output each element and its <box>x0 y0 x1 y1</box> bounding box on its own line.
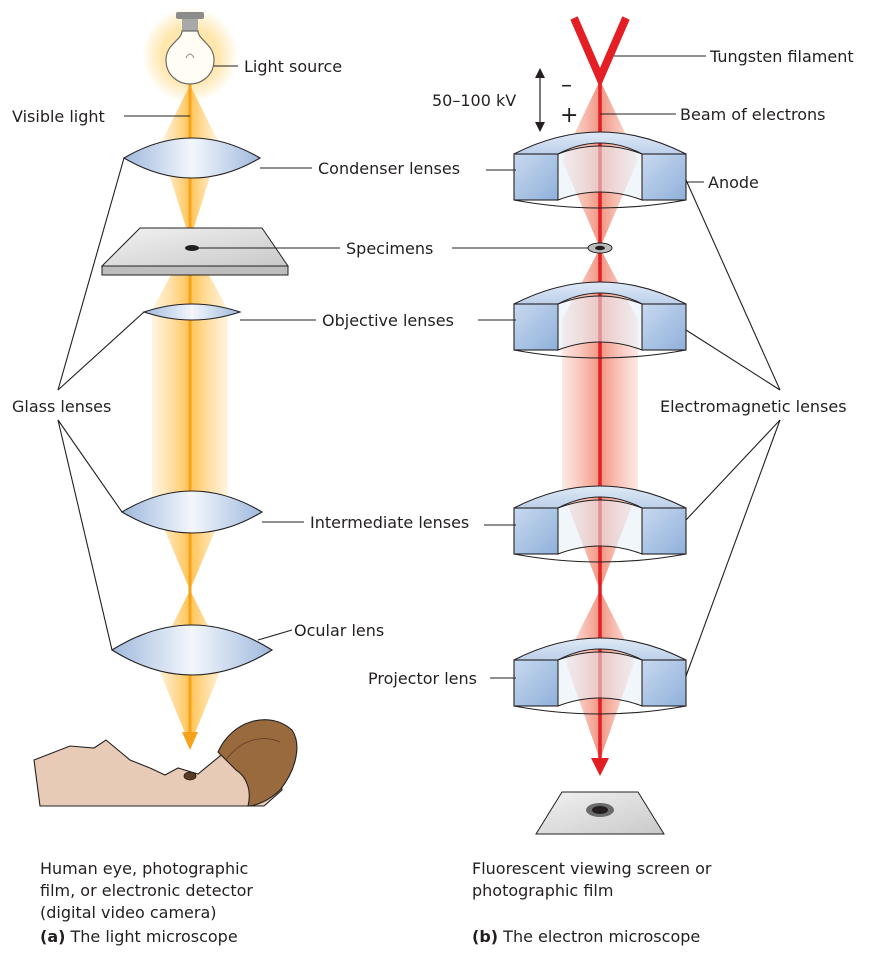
caption-title-a: The light microscope <box>71 927 238 946</box>
viewing-screen <box>536 792 664 834</box>
ocular-lens <box>112 625 272 675</box>
label-specimens: Specimens <box>346 239 433 258</box>
label-beam-of-electrons: Beam of electrons <box>680 105 826 124</box>
detector-caption-line: Human eye, photographic <box>40 858 253 880</box>
caption-light-microscope: (a) The light microscope <box>40 926 238 948</box>
caption-title-b: The electron microscope <box>503 927 700 946</box>
label-tungsten-filament: Tungsten filament <box>709 47 854 66</box>
label-minus: – <box>561 73 572 98</box>
intermediate-lens <box>122 491 262 533</box>
detector-caption-line: (digital video camera) <box>40 902 253 924</box>
screen-caption: Fluorescent viewing screen or photograph… <box>472 858 711 902</box>
label-objective-lenses: Objective lenses <box>322 311 454 330</box>
screen-caption-line: photographic film <box>472 880 711 902</box>
label-glass-lenses: Glass lenses <box>12 397 111 416</box>
caption-letter-b: (b) <box>472 927 498 946</box>
eye-icon <box>184 772 196 780</box>
human-face-illustration <box>34 720 297 806</box>
electron-microscope: 50–100 kV – + Tungsten filament Beam of … <box>368 18 854 834</box>
detector-caption-line: film, or electronic detector <box>40 880 253 902</box>
label-plus: + <box>560 103 578 128</box>
label-projector-lens: Projector lens <box>368 669 477 688</box>
tungsten-filament-icon <box>574 18 626 78</box>
detector-caption: Human eye, photographic film, or electro… <box>40 858 253 924</box>
label-anode: Anode <box>708 173 759 192</box>
label-intermediate-lenses: Intermediate lenses <box>310 513 469 532</box>
label-visible-light: Visible light <box>12 107 105 126</box>
caption-electron-microscope: (b) The electron microscope <box>472 926 700 948</box>
label-electromagnetic-lenses: Electromagnetic lenses <box>660 397 847 416</box>
label-light-source: Light source <box>244 57 342 76</box>
caption-letter-a: (a) <box>40 927 65 946</box>
label-ocular-lens: Ocular lens <box>294 621 384 640</box>
specimen-slide <box>102 228 288 275</box>
label-condenser-lenses: Condenser lenses <box>318 159 460 178</box>
screen-caption-line: Fluorescent viewing screen or <box>472 858 711 880</box>
label-voltage: 50–100 kV <box>432 91 516 110</box>
condenser-lens <box>124 138 260 178</box>
